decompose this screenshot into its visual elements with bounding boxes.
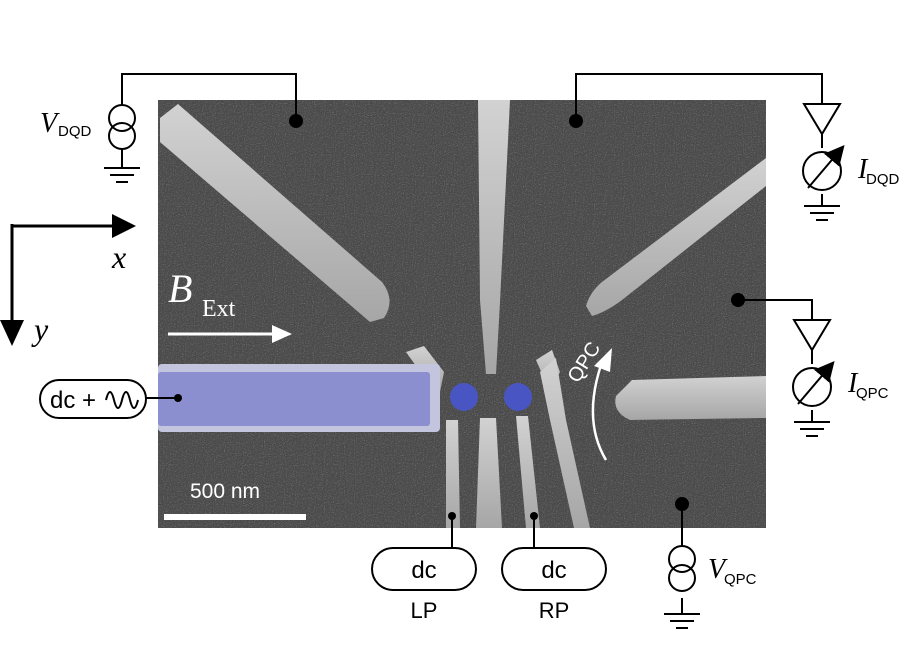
gate-upper-right [586, 158, 766, 316]
dc-ac-label: dc + [50, 387, 96, 414]
lp-label: LP [411, 598, 438, 623]
quantum-dot-left [450, 383, 478, 411]
gate-rp [516, 416, 540, 528]
dc-ac-box [39, 379, 147, 419]
gate-center-top [478, 100, 510, 374]
scale-bar [164, 514, 306, 520]
v-qpc-sub: QPC [724, 571, 757, 588]
gate-bottom-center [476, 418, 502, 528]
dc-ac-source: dc + [39, 379, 147, 419]
ground-icon [104, 167, 140, 183]
rp-source: dc RP [501, 547, 607, 623]
ground-icon [664, 613, 700, 629]
qpc-arrowhead [594, 348, 612, 372]
wire-iqpc [738, 299, 813, 320]
b-ext-main: B [168, 266, 192, 311]
lp-box [371, 547, 477, 591]
ammeter-icon [802, 144, 845, 191]
rp-box [501, 547, 607, 591]
current-source-icon [108, 104, 136, 150]
v-dqd-sub: DQD [58, 123, 92, 140]
rp-label: RP [539, 598, 570, 623]
y-axis-arrowhead [0, 320, 24, 346]
i-dqd-sub: DQD [866, 171, 900, 188]
wiring [121, 73, 823, 614]
y-axis-label: y [31, 311, 49, 347]
coordinate-axes: x y [0, 214, 136, 347]
ammeter-icon [792, 360, 835, 407]
qpc-arrow [591, 361, 608, 461]
b-ext-sub: Ext [202, 296, 236, 322]
amplifier-icon [802, 103, 842, 136]
x-axis-label: x [111, 239, 126, 275]
wire-idqd [575, 73, 823, 121]
scale-bar-label: 500 nm [190, 480, 260, 503]
lp-box-label: dc [411, 557, 436, 584]
gate-qpc-left [540, 358, 590, 528]
ground-icon [804, 205, 840, 221]
rp-box-label: dc [541, 557, 566, 584]
b-ext-arrowhead [272, 325, 292, 343]
i-dqd-main: I [857, 154, 869, 185]
quantum-dot-right [504, 383, 532, 411]
gate-lp [446, 420, 460, 528]
v-dqd-main: V [40, 108, 60, 139]
plunger-gate [158, 372, 430, 426]
substrate [158, 100, 766, 528]
sine-wave-icon [105, 391, 139, 409]
current-source-icon [668, 545, 696, 592]
sem-image: 500 nm B Ext QPC [158, 100, 766, 528]
wire-vdqd [121, 73, 297, 121]
gate-qpc-right [615, 376, 766, 420]
i-qpc-main: I [847, 368, 859, 399]
i-qpc-sub: QPC [856, 385, 889, 402]
ground-icon [794, 421, 830, 437]
amplifier-icon [792, 319, 832, 352]
gate-upper-left [160, 104, 390, 322]
x-axis-arrowhead [112, 214, 136, 238]
v-qpc-main: V [708, 554, 728, 585]
lp-source: dc LP [371, 547, 477, 623]
